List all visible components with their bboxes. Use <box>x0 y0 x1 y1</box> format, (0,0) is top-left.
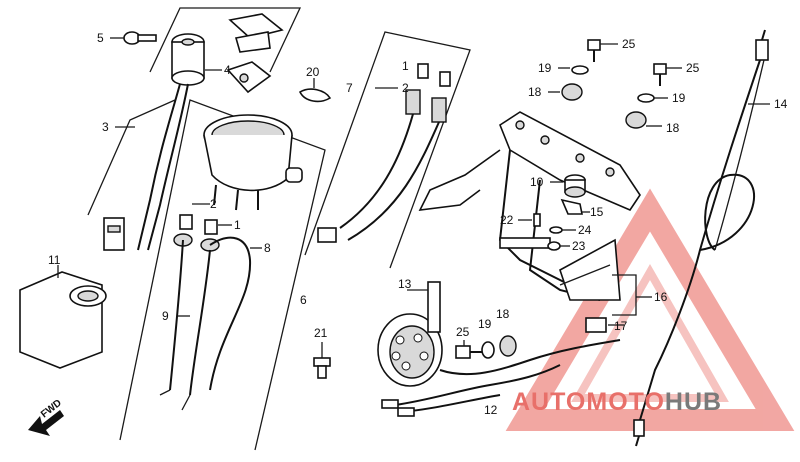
callout-13: 13 <box>398 277 412 291</box>
callout-15: 15 <box>590 205 604 219</box>
callout-8: 8 <box>264 241 271 255</box>
callout-19c: 19 <box>672 91 686 105</box>
grommet-20 <box>298 78 332 103</box>
indicator-harness <box>317 63 451 243</box>
callout-10: 10 <box>530 175 544 189</box>
top-right-hardware <box>548 39 682 129</box>
callout-16: 16 <box>654 290 668 304</box>
callout-18a: 18 <box>496 307 510 321</box>
rubber-mount-10 <box>550 174 586 198</box>
callout-11: 11 <box>48 253 61 267</box>
callout-19b: 19 <box>538 61 552 75</box>
callout-19a: 19 <box>478 317 492 331</box>
meter-wiring <box>159 233 262 411</box>
callout-1b: 1 <box>402 59 409 73</box>
callout-2b: 2 <box>402 81 409 95</box>
callout-20: 20 <box>306 65 320 79</box>
switch-harness <box>87 83 189 251</box>
group-frame-harness <box>304 31 471 269</box>
small-hardware <box>518 198 590 251</box>
callout-12: 12 <box>484 403 498 417</box>
callout-14: 14 <box>774 97 788 111</box>
callout-3: 3 <box>102 120 109 134</box>
callout-2a: 2 <box>210 197 217 211</box>
meter-bracket <box>418 111 641 301</box>
callout-25c: 25 <box>686 61 700 75</box>
group-frame-top <box>149 7 302 73</box>
callout-21: 21 <box>314 326 328 340</box>
callout-9: 9 <box>162 309 169 323</box>
horn-hardware <box>455 335 517 359</box>
callout-25a: 25 <box>456 325 470 339</box>
watermark-text: AUTOMOTOHUB <box>512 388 722 416</box>
callout-1a: 1 <box>234 218 241 232</box>
callout-24: 24 <box>578 223 592 237</box>
callout-17: 17 <box>614 319 628 333</box>
meter-bulbs <box>179 203 232 235</box>
speedometer-cable <box>633 29 770 447</box>
horn <box>377 281 443 387</box>
callout-6: 6 <box>300 293 307 307</box>
watermark-part1: AUTOMOTO <box>512 388 665 416</box>
bracket-callouts <box>585 274 652 333</box>
watermark-part2: HUB <box>665 388 722 416</box>
callout-23: 23 <box>572 239 586 253</box>
callout-25b: 25 <box>622 37 636 51</box>
switch-bracket <box>226 13 284 94</box>
speedometer <box>203 114 303 211</box>
meter-cover <box>19 265 107 369</box>
horn-wire <box>381 339 621 417</box>
ignition-switch <box>171 33 222 86</box>
callout-18c: 18 <box>666 121 680 135</box>
bolt-21 <box>313 342 331 379</box>
callout-18b: 18 <box>528 85 542 99</box>
callout-22: 22 <box>500 213 514 227</box>
ignition-key <box>110 31 157 45</box>
callout-7: 7 <box>346 81 353 95</box>
callout-5: 5 <box>97 31 104 45</box>
watermark-logo <box>505 188 795 431</box>
fwd-arrow <box>28 410 64 436</box>
callout-4: 4 <box>224 63 231 77</box>
